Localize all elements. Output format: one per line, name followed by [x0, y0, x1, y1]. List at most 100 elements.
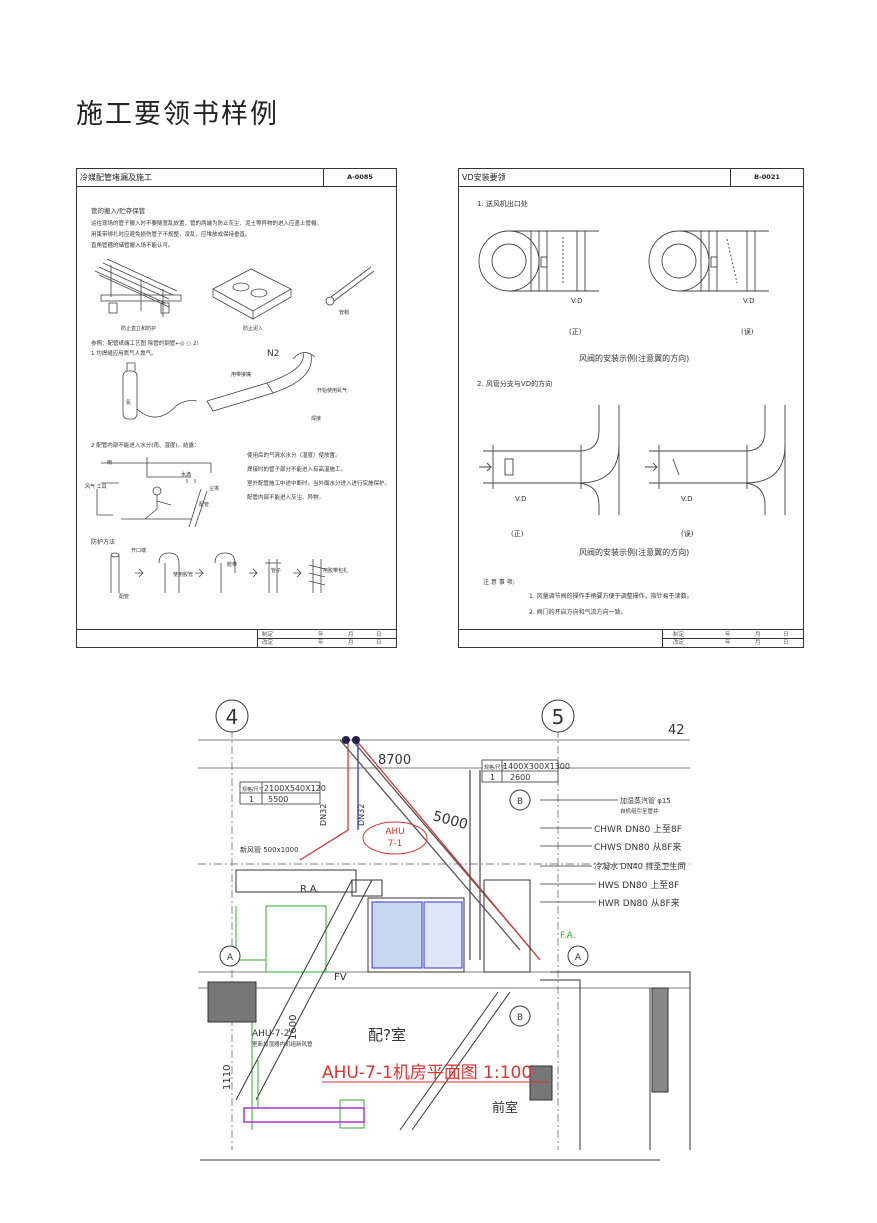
ahu-tag: AHU	[385, 827, 405, 837]
ahu-room-plan-drawing: 4 5 42 8700 5000 规格/尺寸 2100X540X120 1 55…	[198, 699, 691, 1161]
dim-5000: 5000	[431, 808, 470, 833]
reference-text: 参照：配管纸端工艺图 除管的钢管←◎ ○ 2〕	[91, 341, 202, 347]
rain-protection-illustration	[96, 457, 212, 528]
vd-label: V.D	[743, 297, 755, 305]
sheet-refrigerant-piping: 冷媒配管堵漏及施工 A-0085 管的搬入/贮存保管 运往现场的管子搬入时不要随…	[76, 168, 397, 648]
label: 用胶带包扎	[323, 568, 349, 574]
vd-label: V.D	[571, 297, 583, 305]
plan-title: AHU-7-1机房平面图 1:100	[322, 1063, 532, 1083]
caption: 风阀的安装示例(注意翼的方向)	[579, 548, 690, 557]
svg-text:CHWR DN80 上至8F: CHWR DN80 上至8F	[594, 824, 682, 835]
label: 风气 工具	[85, 484, 107, 490]
svg-text:1: 1	[249, 795, 254, 804]
svg-text:自机组引至管井: 自机组引至管井	[620, 807, 659, 815]
wrong-label: (误)	[741, 328, 754, 336]
svg-text:CHWS DN80 从8F来: CHWS DN80 从8F来	[594, 842, 681, 853]
nitrogen-welding-illustration	[122, 352, 316, 420]
label: 胶带	[227, 562, 238, 568]
wrong-label: (误)	[681, 530, 694, 538]
label: 开口端	[131, 548, 147, 554]
svg-text:5500: 5500	[268, 795, 288, 804]
sheet-title: 冷媒配管堵漏及施工	[80, 173, 152, 182]
pipe-bundle-illustration	[94, 258, 182, 317]
caption: 防止直立和防护	[121, 326, 157, 332]
label: 焊接	[311, 416, 322, 422]
svg-text:加湿蒸汽管 φ15: 加湿蒸汽管 φ15	[620, 796, 671, 805]
section-heading: 2. 风管分支与VD的方向	[477, 380, 553, 388]
axis-4-label: 4	[226, 705, 239, 729]
svg-text:室新加湿器内机组新风管: 室新加湿器内机组新风管	[252, 1040, 313, 1048]
ahu-tag-number: 7-1	[388, 839, 403, 849]
right-text: 室外配管施工中途中断时，当外面水分进入进行实施保护。	[247, 481, 391, 487]
svg-text:DN32: DN32	[319, 804, 328, 826]
n2-label: N2	[267, 349, 280, 359]
svg-text:B: B	[517, 1013, 523, 1023]
pipe-cap-illustration	[325, 266, 375, 306]
svg-text:1: 1	[490, 773, 495, 782]
step-text: 1 均焊缝应用氮气人氮气。	[91, 351, 157, 357]
caption: 防止泥入	[243, 326, 264, 332]
axis-5-label: 5	[552, 705, 565, 729]
svg-text:新风管 500x1000: 新风管 500x1000	[240, 845, 299, 854]
sheet-header: VD安装要领 B-0021	[459, 169, 803, 187]
label: 配管	[119, 594, 130, 600]
text-line: 运往现场的管子搬入时不要随意乱放置，管的两端为防止灰尘、泥土等异物的进入应盖上管…	[91, 221, 323, 227]
svg-text:B: B	[517, 797, 523, 807]
text-line: 用束带绑扎时应避免损伤管子不规整，凌乱，应堆放成保持垂直。	[91, 232, 251, 238]
svg-text:规格/尺寸: 规格/尺寸	[484, 764, 506, 771]
svg-text:AHU-7-2: AHU-7-2	[252, 1029, 289, 1039]
sheet-code: A-0085	[323, 169, 396, 186]
section-heading: 1. 送风机出口处	[477, 200, 528, 208]
svg-text:1600: 1600	[288, 1015, 299, 1040]
label: 水滴	[181, 472, 192, 478]
branch-duct-vd-diagram	[479, 405, 786, 515]
sheet-footer: 制定 年 月 日 改定 年 月 日	[77, 629, 396, 647]
text-line: 直角管箍的储管搬入场不能认可。	[91, 243, 174, 249]
section-heading: 管的搬入/贮存保管	[91, 207, 146, 215]
note-line: 2. 阀门的开启方向和气流方向一致。	[529, 609, 627, 616]
correct-label: (正)	[569, 328, 582, 336]
svg-text:HWR DN80 从8F来: HWR DN80 从8F来	[598, 898, 680, 909]
room-label: 配?室	[368, 1026, 406, 1044]
svg-text:A: A	[227, 953, 234, 963]
pipe-protection-methods	[110, 552, 326, 593]
sheet-vd-installation: VD安装要领 B-0021 1. 送风机出口处 V.D V.D (正) (误) …	[458, 168, 804, 648]
right-text: 配管内部不能进入灰尘、异物。	[247, 495, 325, 501]
label: 使用胶管	[173, 572, 194, 578]
svg-text:1400X300X1300: 1400X300X1300	[503, 762, 570, 771]
label: 管子	[271, 568, 282, 574]
label: 雨	[107, 460, 113, 466]
correct-label: (正)	[511, 530, 524, 538]
dim-8700: 8700	[378, 753, 411, 768]
sheet-code: B-0021	[730, 169, 803, 186]
svg-text:HWS DN80 上至8F: HWS DN80 上至8F	[598, 880, 679, 891]
sheet-header: 冷媒配管堵漏及施工 A-0085	[77, 169, 396, 187]
right-text: 焊接时的管子部分不能进入有高温施工。	[247, 467, 347, 473]
svg-text:规格/尺寸: 规格/尺寸	[242, 786, 264, 793]
caption: 管帽	[339, 310, 350, 316]
svg-text:A: A	[575, 953, 582, 963]
svg-text:2600: 2600	[510, 773, 530, 782]
svg-text:1110: 1110	[222, 1065, 233, 1090]
step-text: 2 配管内部不能进入水分(雨、湿度)。结露：	[91, 443, 200, 449]
vd-label: V.D	[515, 495, 527, 503]
fv-label: FV	[334, 972, 347, 983]
vd-label: V.D	[681, 495, 693, 503]
protection-heading: 防护方法	[91, 539, 116, 546]
label: 尘埃	[209, 486, 220, 492]
front-room-label: 前室	[492, 1100, 518, 1116]
page-title: 施工要领书样例	[76, 99, 279, 130]
right-text: 使用后的气清水水分（湿度）使放置。	[247, 453, 341, 459]
note-line: 1. 风量调节阀的操作手柄要方便于调整操作，指针易于读数。	[529, 593, 693, 600]
label: 开始使用氮气	[317, 388, 348, 394]
axis-42-label: 42	[668, 723, 685, 738]
label: 氮	[126, 400, 132, 406]
svg-text:冷凝水 DN40 排至卫生间: 冷凝水 DN40 排至卫生间	[594, 861, 685, 871]
notes-heading: 注 意 事 项:	[483, 579, 515, 586]
caption: 风阀的安装示例(注意翼的方向)	[579, 354, 690, 363]
svg-text:2100X540X120: 2100X540X120	[264, 784, 326, 793]
label: 用带接嘴	[231, 372, 252, 378]
pipe-storage-box	[212, 268, 292, 320]
fan-outlet-vd-diagram	[478, 230, 769, 292]
ra-label: R.A.	[300, 884, 320, 895]
